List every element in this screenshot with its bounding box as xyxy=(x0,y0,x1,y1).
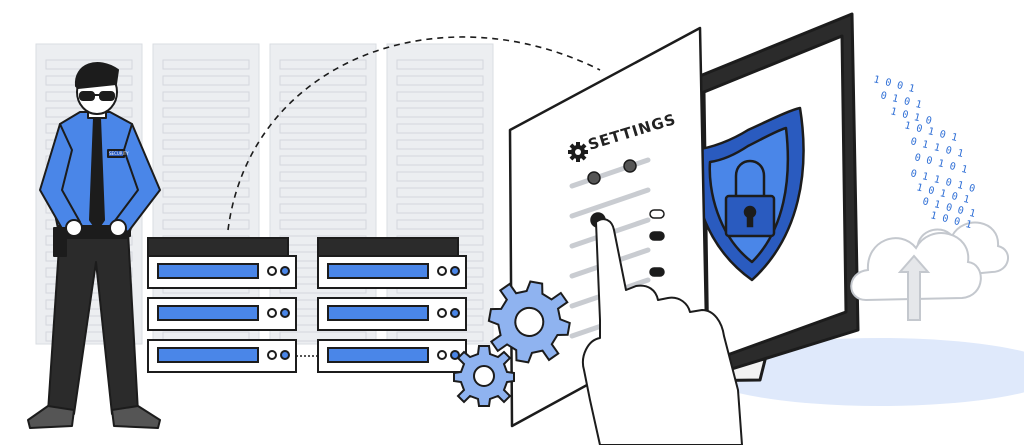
guard-badge-text: SECURITY xyxy=(109,151,129,156)
rack-slot xyxy=(162,171,250,182)
rack-slot xyxy=(162,91,250,102)
rack-slot xyxy=(162,203,250,214)
pointing-hand-icon xyxy=(582,218,743,445)
gear-small-icon xyxy=(453,345,515,407)
security-guard xyxy=(27,62,161,429)
padlock-icon xyxy=(724,159,776,238)
gear-icon xyxy=(487,280,571,364)
rack-slot xyxy=(396,155,484,166)
rack-slot xyxy=(162,187,250,198)
rack-slot xyxy=(279,107,367,118)
rack-slot xyxy=(396,187,484,198)
rack-slot xyxy=(396,91,484,102)
rack-slot xyxy=(162,155,250,166)
binary-row: 1 0 0 1 xyxy=(872,74,916,95)
rack-slot xyxy=(162,59,250,70)
rack-slot xyxy=(396,59,484,70)
rack-slot xyxy=(279,203,367,214)
rack-slot xyxy=(279,139,367,150)
rack-slot xyxy=(396,171,484,182)
rack-slot xyxy=(279,155,367,166)
rack-slot xyxy=(162,123,250,134)
rack-slot xyxy=(279,171,367,182)
rack-slot xyxy=(279,219,367,230)
server-stack-right xyxy=(317,237,467,373)
rack-slot xyxy=(396,75,484,86)
settings-gear-icon xyxy=(568,142,588,162)
rack-slot xyxy=(279,91,367,102)
rack-slot xyxy=(396,219,484,230)
rack-slot xyxy=(279,123,367,134)
rack-slot xyxy=(396,139,484,150)
rack-slot xyxy=(396,107,484,118)
connection-dashed-arc xyxy=(227,36,601,231)
rack-slot xyxy=(162,219,250,230)
rack-slot xyxy=(396,123,484,134)
settings-toggles xyxy=(649,209,665,277)
rack-slot xyxy=(279,187,367,198)
rack-slot xyxy=(396,203,484,214)
rack-slot xyxy=(279,75,367,86)
rack-slot xyxy=(162,107,250,118)
cloud-upload-icon xyxy=(850,221,1009,321)
rack-slot xyxy=(162,139,250,150)
binary-stream: 1 0 0 1 0 1 0 1 1 0 1 0 1 0 1 0 1 0 1 1 … xyxy=(872,74,976,231)
server-stack-left xyxy=(147,237,297,373)
rack-slot xyxy=(162,75,250,86)
rack-slot xyxy=(279,59,367,70)
